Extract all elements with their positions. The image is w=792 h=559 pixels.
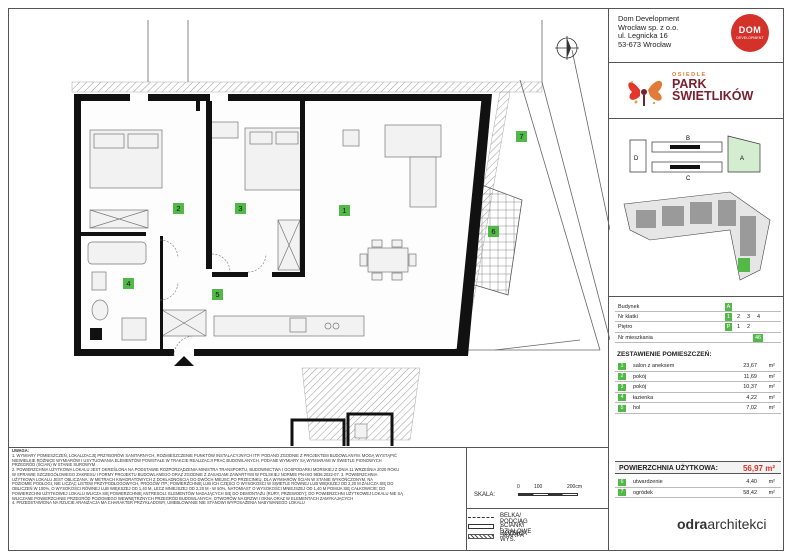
- drawing-frame: [8, 8, 784, 551]
- note-line: 1. WYMIARY POMIESZCZEŃ, LOKALIZACJĘ PRZY…: [12, 452, 397, 458]
- stairs-label: Nr klatki: [618, 314, 638, 321]
- notes-title: UWAGA:: [12, 448, 30, 453]
- rooms-title: ZESTAWIENIE POMIESZCZEŃ:: [617, 351, 712, 358]
- company-name: Dom Development: [618, 14, 680, 23]
- floor-option-2: 2: [746, 324, 751, 331]
- note-line: NIEWIELKIE RÓŻNICE WYMIARÓW I USYTUOWANI…: [12, 457, 382, 463]
- brand-divider: [608, 118, 784, 119]
- floor-plan: [71, 20, 610, 446]
- apartment-info-table: Budynek A Nr klatki 1 2 3 4 Piętro P 1 2…: [615, 302, 781, 343]
- legend-divider: [466, 447, 467, 551]
- stairs-option-1: 1: [725, 313, 732, 322]
- block-c-label: C: [686, 176, 691, 182]
- apt-label: Nr mieszkania: [618, 334, 653, 341]
- info-row-building: Budynek A: [615, 302, 781, 313]
- room-label-5: 5: [212, 289, 223, 300]
- door-swings: [159, 239, 267, 357]
- note-line: PRZEGRÓD (ŚCIAN) W STANIE SUROWYM: [12, 462, 96, 468]
- floor-option-1: 1: [736, 324, 741, 331]
- brand-line2: PARK: [672, 77, 707, 91]
- walls: [74, 94, 492, 356]
- room-label-4: 4: [123, 278, 134, 289]
- usable-area-bar: POWIERZCHNIA UŻYTKOWA: 56,97 m²: [615, 461, 781, 474]
- company-city: 53-673 Wrocław: [618, 39, 672, 49]
- architect-logo: odraarchitekci: [677, 516, 767, 532]
- company-address: Dom Development Wrocław sp. z o.o. ul. L…: [618, 14, 680, 49]
- stairs-option-2: 2: [736, 314, 741, 321]
- scale-divider: [466, 508, 608, 509]
- room-label-7: 7: [516, 131, 527, 142]
- firefly-logo-icon: [628, 80, 663, 106]
- company-line2: Wrocław sp. z o.o.: [618, 22, 679, 32]
- floor-option-p: P: [725, 323, 732, 332]
- note-line: WLICZANE POWIERZCHNIE PRZEGRÓD POZIOMEGO…: [12, 495, 354, 501]
- info-row-floor: Piętro P 1 2: [615, 322, 781, 333]
- building-label: Budynek: [618, 304, 640, 310]
- brand-name: OSIEDLE PARK ŚWIETLIKÓW: [672, 72, 753, 102]
- block-b-label: B: [686, 136, 690, 142]
- building-value: A: [725, 303, 732, 311]
- info-row-apartment: Nr mieszkania 46: [615, 333, 781, 343]
- brand-line3: ŚWIETLIKÓW: [672, 89, 754, 103]
- note-line: 2. POWIERZCHNIA UŻYTKOWA LOKALU JEST OKR…: [12, 467, 400, 472]
- usable-area-value: 56,97 m²: [742, 463, 775, 473]
- compass-icon: [555, 36, 579, 60]
- site-plan: B C D A: [623, 135, 771, 281]
- room-label-3: 3: [235, 203, 246, 214]
- scale-tick-200: 200cm: [567, 484, 583, 490]
- usable-area-label: POWIERZCHNIA UŻYTKOWA:: [619, 464, 718, 472]
- stairs-option-3: 3: [746, 314, 751, 321]
- block-d-label: D: [634, 156, 639, 162]
- garden-boundary: [147, 20, 610, 351]
- room-label-2: 2: [173, 203, 184, 214]
- sidebar-divider: [608, 8, 609, 551]
- scale-tick-100: 100: [534, 484, 543, 490]
- note-line: POWIERZCHNI UŻYTKOWEJ LOKALU WLICZA SIĘ …: [12, 490, 403, 496]
- note-line: W SPRAWIE SZCZEGÓŁOWEGO ZAKRESU I FORMY …: [12, 471, 378, 477]
- room-label-6: 6: [488, 226, 499, 237]
- scale-tick-0: 0: [517, 484, 520, 490]
- note-line: OBLICZEŃ W 100%, O WYSOKOŚCI RÓWNEJ LUB …: [12, 486, 386, 491]
- current-building-marker: [738, 258, 750, 272]
- scale-label: SKALA:: [474, 492, 496, 498]
- note-line: 4. PRZEDSTAWIONA NA RZUCIE ARANŻACJA MA …: [12, 500, 305, 506]
- header-divider: [608, 62, 784, 63]
- note-line: UŻYTKOWA LOKALU JEST OBLICZANA: W METRAC…: [12, 476, 374, 482]
- note-line: POZIOMIE PODŁOGI, NIE LICZĄC LISTEW PRZY…: [12, 481, 394, 487]
- company-street: ul. Legnicka 16: [618, 31, 668, 41]
- stairs-option-4: 4: [756, 314, 761, 321]
- furniture: [87, 121, 442, 341]
- storage-plan: [290, 412, 394, 446]
- notes-block: UWAGA: 1. WYMIARY POMIESZCZEŃ, LOKALIZAC…: [12, 448, 467, 506]
- apt-value: 46: [753, 333, 763, 342]
- brand-line1: OSIEDLE: [672, 72, 707, 78]
- entrance-icon: [174, 356, 194, 366]
- siteplan-divider: [608, 296, 784, 297]
- dom-development-logo: DOM DEVELOPMENT: [731, 14, 769, 52]
- notes-divider: [8, 447, 608, 448]
- info-row-stairs: Nr klatki 1 2 3 4: [615, 312, 781, 323]
- floor-label: Piętro: [618, 324, 633, 331]
- block-a-label: A: [740, 156, 744, 162]
- room-label-1: 1: [339, 205, 350, 216]
